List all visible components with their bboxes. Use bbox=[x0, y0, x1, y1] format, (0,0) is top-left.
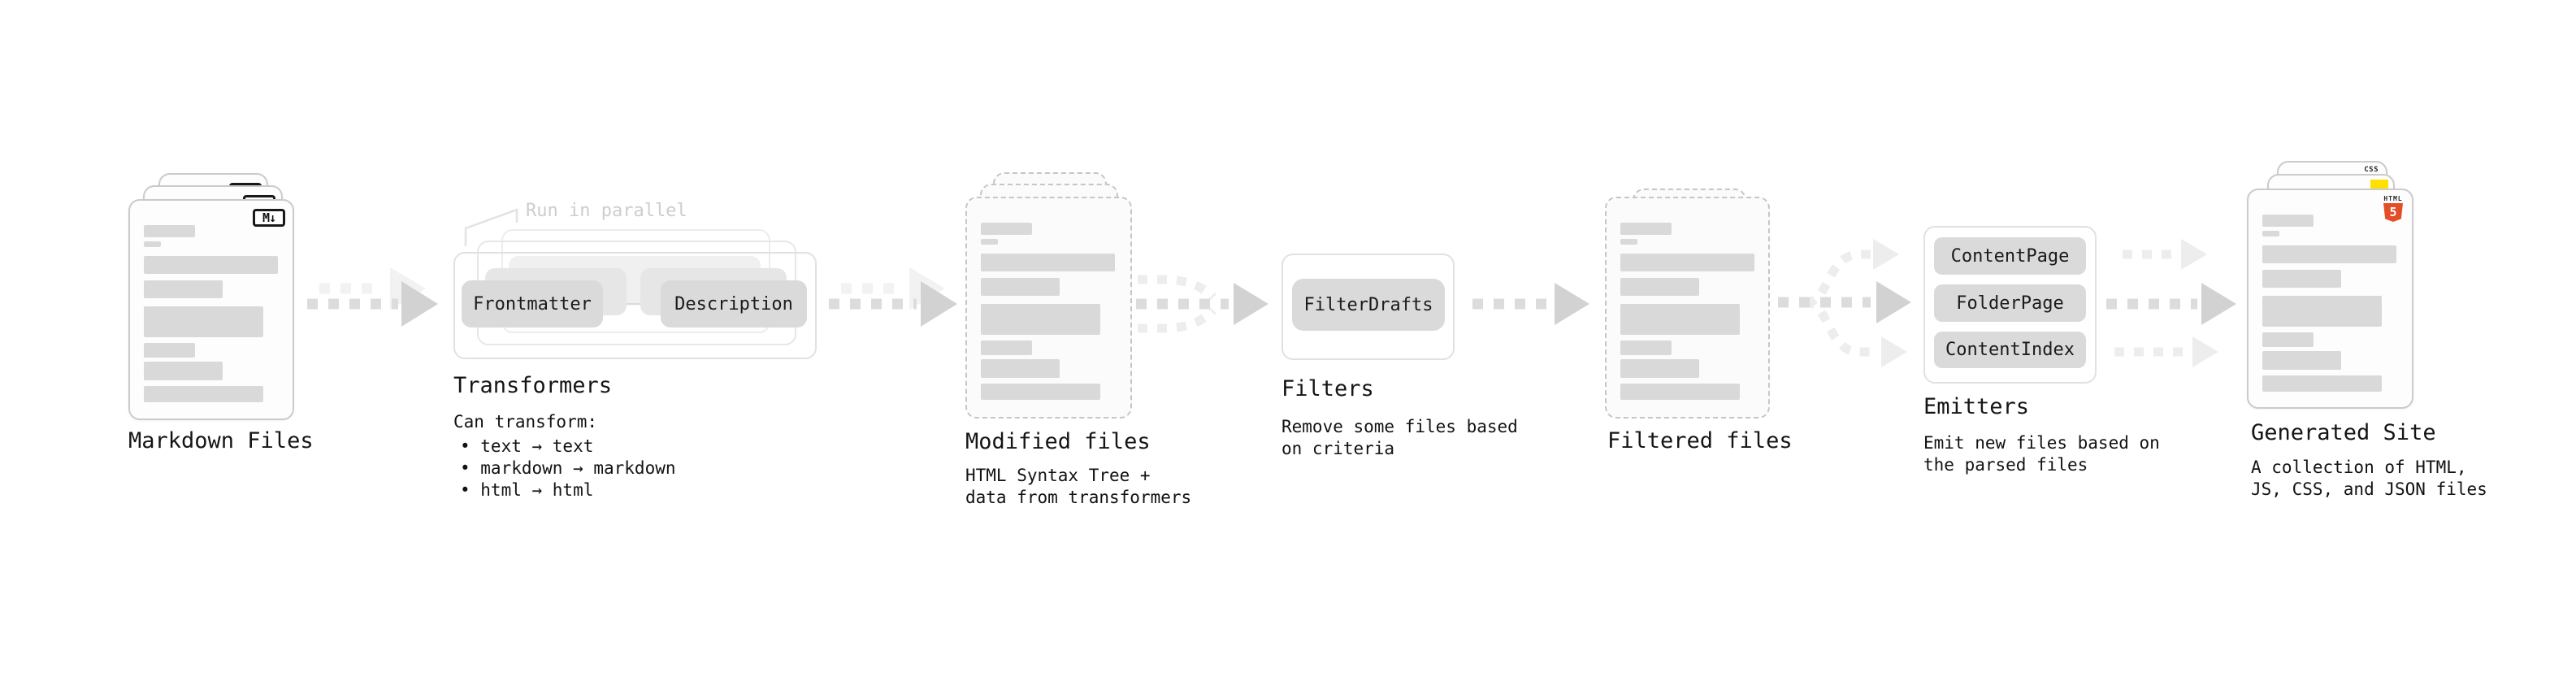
transformer-box-front bbox=[453, 252, 817, 359]
generated-site-subtitle-1: A collection of HTML, bbox=[2251, 458, 2467, 477]
document-text-placeholder bbox=[1607, 198, 1768, 417]
filtered-file-front bbox=[1605, 197, 1770, 419]
transformers-label: Transformers bbox=[453, 373, 613, 398]
markdown-icon: M↓ bbox=[253, 209, 285, 227]
emitter-contentpage-button: ContentPage bbox=[1934, 237, 2086, 275]
html5-word: HTML bbox=[2383, 195, 2403, 202]
filters-box bbox=[1281, 254, 1455, 360]
arrow-modified-to-filters bbox=[1136, 275, 1268, 333]
arrow-transformers-to-modified bbox=[829, 267, 957, 327]
filtered-files-label: Filtered files bbox=[1607, 428, 1793, 453]
frontmatter-transformer-button: Frontmatter bbox=[462, 280, 603, 327]
arrow-markdown-to-transformers bbox=[307, 267, 438, 327]
html5-icon: HTML 5 bbox=[2383, 195, 2404, 222]
emitter-folderpage-button: FolderPage bbox=[1934, 284, 2086, 322]
generated-site-subtitle-2: JS, CSS, and JSON files bbox=[2251, 479, 2487, 499]
filters-subtitle-2: on criteria bbox=[1281, 439, 1395, 458]
document-text-placeholder bbox=[2249, 190, 2412, 407]
modified-file-front bbox=[965, 197, 1132, 419]
document-text-placeholder bbox=[130, 201, 293, 419]
html5-shield: 5 bbox=[2383, 203, 2403, 222]
filterdrafts-button: FilterDrafts bbox=[1292, 279, 1445, 331]
arrow-emitters-to-site bbox=[2106, 239, 2236, 367]
run-in-parallel-callout-line bbox=[464, 208, 518, 246]
description-transformer-button: Description bbox=[661, 280, 807, 327]
transformers-bullet-3: • html → html bbox=[460, 480, 594, 500]
filters-subtitle-1: Remove some files based bbox=[1281, 417, 1518, 436]
emitters-subtitle-2: the parsed files bbox=[1923, 455, 2088, 475]
site-file-front: HTML 5 bbox=[2247, 189, 2413, 409]
modified-files-subtitle-2: data from transformers bbox=[965, 488, 1192, 507]
run-in-parallel-note: Run in parallel bbox=[526, 201, 687, 221]
generated-site-label: Generated Site bbox=[2251, 420, 2436, 445]
transformers-note-title: Can transform: bbox=[453, 412, 598, 432]
arrow-filtered-to-emitters bbox=[1778, 239, 1911, 367]
emitters-label: Emitters bbox=[1923, 394, 2030, 419]
markdown-files-label: Markdown Files bbox=[128, 428, 314, 453]
modified-files-label: Modified files bbox=[965, 429, 1151, 454]
markdown-file-front: M↓ bbox=[128, 199, 294, 420]
transformers-bullet-1: • text → text bbox=[460, 436, 594, 456]
filters-label: Filters bbox=[1281, 376, 1374, 401]
transformers-bullet-2: • markdown → markdown bbox=[460, 458, 676, 478]
arrow-filters-to-filtered bbox=[1472, 283, 1589, 325]
document-text-placeholder bbox=[967, 198, 1130, 417]
emitter-contentindex-button: ContentIndex bbox=[1934, 332, 2086, 368]
emitters-box bbox=[1923, 226, 2097, 384]
emitters-subtitle-1: Emit new files based on bbox=[1923, 433, 2160, 453]
modified-files-subtitle-1: HTML Syntax Tree + bbox=[965, 466, 1151, 485]
